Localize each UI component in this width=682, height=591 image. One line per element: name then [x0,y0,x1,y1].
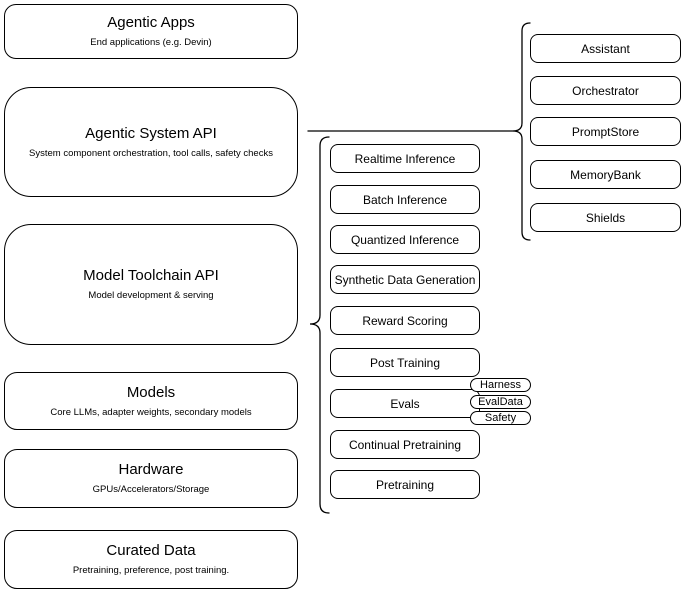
node-label: Pretraining [375,477,435,492]
node-label: Evals [390,396,420,411]
node-title: Agentic Apps [107,14,195,31]
node-label: Assistant [581,41,630,56]
node-batch-inference: Batch Inference [330,185,480,214]
node-label: Post Training [369,355,441,370]
node-subtitle: Pretraining, preference, post training. [72,565,230,576]
node-assistant: Assistant [530,34,681,63]
node-title: Models [126,383,176,401]
pill-safety: Safety [470,411,531,425]
node-synthetic-data-generation: Synthetic Data Generation [330,265,480,294]
node-quantized-inference: Quantized Inference [330,225,480,254]
toolchain-brace [309,136,330,514]
node-subtitle: Model development & serving [88,290,214,301]
node-label: Quantized Inference [350,232,460,247]
pill-label: Harness [480,379,521,391]
node-label: Shields [585,210,626,225]
node-title: Agentic System API [85,124,217,142]
node-shields: Shields [530,203,681,232]
node-memorybank: MemoryBank [530,160,681,189]
node-label: Orchestrator [572,83,639,98]
pill-harness: Harness [470,378,531,392]
node-label: Batch Inference [362,192,448,207]
pill-evaldata: EvalData [470,395,531,409]
pill-label: Safety [484,412,517,424]
system-components-brace [512,22,531,241]
node-agentic-apps: Agentic Apps End applications (e.g. Devi… [4,4,298,59]
node-reward-scoring: Reward Scoring [330,306,480,335]
pill-label: EvalData [478,396,523,408]
node-label: Reward Scoring [362,313,448,328]
node-subtitle: End applications (e.g. Devin) [90,37,212,48]
node-post-training: Post Training [330,348,480,377]
node-label: Continual Pretraining [348,437,462,452]
node-model-toolchain-api: Model Toolchain API Model development & … [4,224,298,345]
node-label: MemoryBank [570,167,641,182]
node-realtime-inference: Realtime Inference [330,144,480,173]
node-models: Models Core LLMs, adapter weights, secon… [4,372,298,430]
node-label: PromptStore [571,124,640,139]
node-title: Curated Data [106,542,196,559]
node-agentic-system-api: Agentic System API System component orch… [4,87,298,197]
node-title: Model Toolchain API [83,267,219,284]
node-subtitle: GPUs/Accelerators/Storage [92,484,210,495]
node-label: Synthetic Data Generation [334,272,476,287]
node-promptstore: PromptStore [530,117,681,146]
node-subtitle: Core LLMs, adapter weights, secondary mo… [50,406,252,418]
node-evals: Evals [330,389,480,418]
node-pretraining: Pretraining [330,470,480,499]
node-orchestrator: Orchestrator [530,76,681,105]
node-label: Realtime Inference [354,151,456,166]
node-continual-pretraining: Continual Pretraining [330,430,480,459]
node-title: Hardware [118,461,184,478]
node-curated-data: Curated Data Pretraining, preference, po… [4,530,298,589]
node-hardware: Hardware GPUs/Accelerators/Storage [4,449,298,508]
node-subtitle: System component orchestration, tool cal… [29,147,273,159]
